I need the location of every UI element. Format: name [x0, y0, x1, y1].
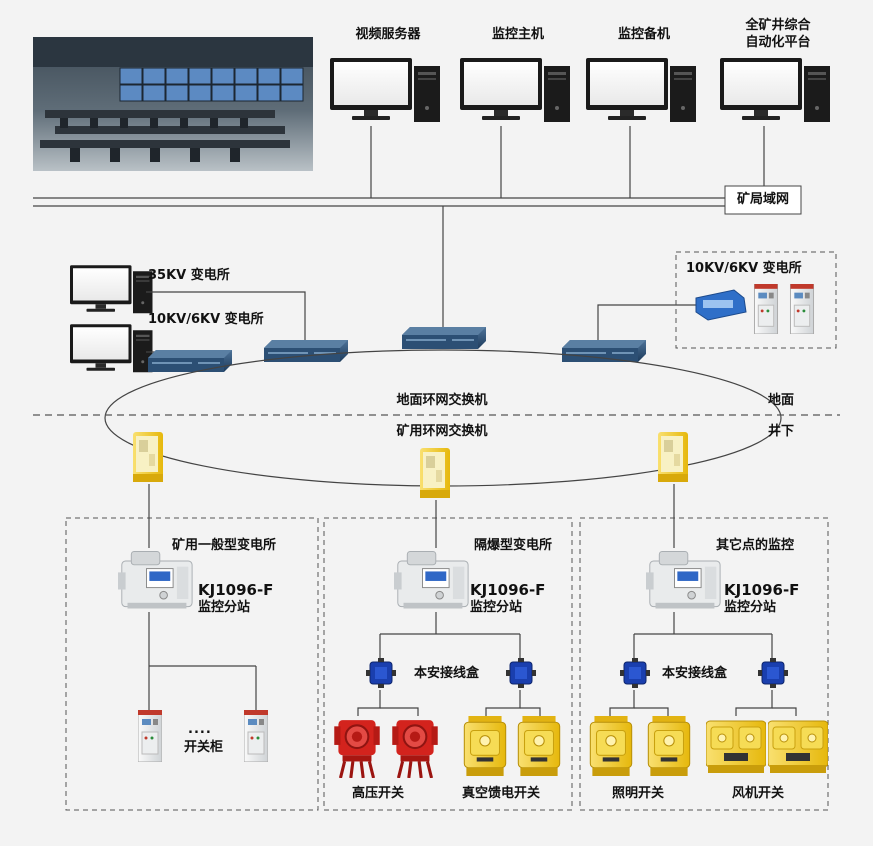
station-35kv-label: 35KV 变电所	[148, 268, 230, 283]
mine-ring-switch-2-icon	[420, 448, 450, 498]
section-2-junction-label: 本安接线盒	[414, 666, 480, 681]
ring-switch-4-icon	[562, 340, 646, 362]
lan-box	[724, 185, 802, 215]
station-2-icon	[394, 551, 469, 609]
station-10kv-left-label: 10KV/6KV 变电所	[148, 312, 264, 327]
cabinet-right-icon	[244, 710, 268, 762]
main-host-label: 监控主机	[491, 27, 544, 42]
mine-ring-switch-1-icon	[133, 432, 163, 482]
platform-label-line1: 全矿井综合	[745, 18, 811, 33]
junction-box-2b-icon	[506, 658, 536, 688]
section-boxes	[65, 517, 829, 811]
junction-box-3b-icon	[758, 658, 788, 688]
section-1-station-name: 监控分站	[198, 600, 251, 615]
section-2-right-label: 真空馈电开关	[462, 786, 541, 801]
junction-box-2a-icon	[366, 658, 396, 688]
station-10kv-right-label: 10KV/6KV 变电所	[686, 261, 802, 276]
fan-switch-2-icon	[768, 720, 828, 774]
section-3-junction-label: 本安接线盒	[662, 666, 728, 681]
surface-switch-label: 地面环网交换机	[396, 393, 488, 408]
section-2-station-name: 监控分站	[470, 600, 523, 615]
cabinet-left-icon	[138, 710, 162, 762]
section-2-station-model: KJ1096-F	[470, 581, 546, 599]
mine-ring-switch-3-icon	[658, 432, 688, 482]
junction-box-3a-icon	[620, 658, 650, 688]
section-1-station-model: KJ1096-F	[198, 581, 274, 599]
hv-switch-2-icon	[392, 718, 438, 778]
section-1-title: 矿用一般型变电所	[172, 538, 277, 553]
lan-label: 矿局域网	[736, 192, 789, 207]
section-1-cabinet-label: 开关柜	[184, 740, 224, 755]
main-host-icon	[460, 58, 570, 122]
section-3-right-label: 风机开关	[732, 786, 785, 801]
mine-switch-label: 矿用环网交换机	[396, 424, 488, 439]
section-3-station-name: 监控分站	[724, 600, 777, 615]
station-35kv-computer-icon	[70, 265, 153, 314]
platform-label-line2: 自动化平台	[745, 35, 811, 50]
lighting-switch-1-icon	[589, 716, 633, 776]
backup-host-label: 监控备机	[617, 27, 670, 42]
section-wiring	[148, 484, 797, 716]
station-1-icon	[118, 551, 193, 609]
backup-host-icon	[586, 58, 696, 122]
station-10kv-computer-icon	[70, 324, 153, 373]
hv-switch-1-icon	[334, 718, 380, 778]
video-server-label: 视频服务器	[355, 27, 421, 42]
right-10kv-devices	[695, 284, 815, 334]
surface-zone-label: 地面	[768, 393, 795, 408]
control-room-photo	[33, 37, 313, 171]
section-1-dots: ....	[188, 722, 212, 737]
section-3-title: 其它点的监控	[716, 538, 795, 553]
section-3-station-model: KJ1096-F	[724, 581, 800, 599]
section-3-left-label: 照明开关	[612, 786, 665, 801]
lighting-switch-2-icon	[647, 716, 691, 776]
video-server-icon	[330, 58, 440, 122]
platform-computer-icon	[720, 58, 830, 122]
section-2-title: 隔爆型变电所	[474, 538, 553, 553]
right-10kv-box	[675, 251, 837, 349]
ring-switch-3-icon	[402, 327, 486, 349]
fan-switch-1-icon	[706, 720, 766, 774]
underground-zone-label: 井下	[768, 424, 795, 439]
section-2-left-label: 高压开关	[352, 786, 405, 801]
vacuum-feeder-1-icon	[463, 716, 507, 776]
ring-switch-1-icon	[148, 350, 232, 372]
station-3-icon	[646, 551, 721, 609]
vacuum-feeder-2-icon	[517, 716, 561, 776]
lan-wiring	[33, 126, 765, 330]
